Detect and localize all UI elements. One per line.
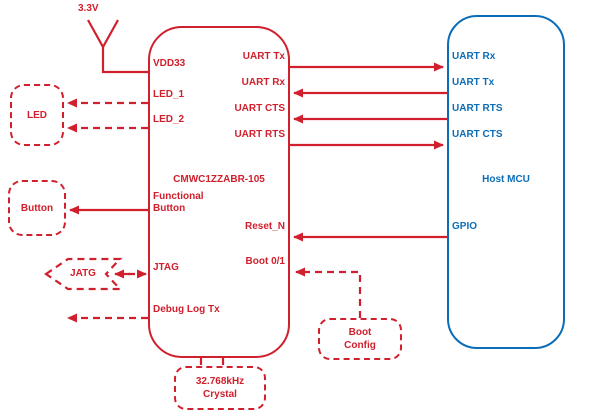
jatg-arrow-shape [44,257,123,291]
module-title: CMWC1ZZABR-105 [173,174,265,185]
pin-label-host-uart-tx: UART Tx [452,77,495,88]
crystal-label-line2: Crystal [203,389,237,400]
pin-label-module-uart-rts: UART RTS [234,129,285,140]
crystal-block: 32.768kHz Crystal [174,366,266,410]
pin-label-host-uart-rx: UART Rx [452,51,496,62]
pin-label-boot: Boot 0/1 [245,256,285,267]
led-label: LED [27,109,47,121]
power-rail-label: 3.3V [78,3,99,14]
boot-config-block: Boot Config [318,318,402,360]
pin-label-jtag: JTAG [153,262,179,273]
pin-label-module-uart-rx: UART Rx [241,77,285,88]
pin-label-led2: LED_2 [153,114,185,125]
crystal-label-line1: 32.768kHz [195,376,245,387]
pin-label-led1: LED_1 [153,89,185,100]
host-mcu-block [447,15,565,349]
pin-label-module-uart-cts: UART CTS [234,103,285,114]
boot-config-label-line1: Boot [348,327,372,338]
pin-label-reset-n: Reset_N [244,221,285,232]
host-mcu-title: Host MCU [482,174,530,185]
pin-label-gpio: GPIO [452,221,478,232]
power-antenna-icon [87,19,148,74]
jatg-label: JATG [70,268,96,279]
pin-label-host-uart-rts: UART RTS [452,103,503,114]
led-block: LED [10,84,64,146]
wire-boot-config [295,267,362,318]
pin-label-vdd33: VDD33 [153,58,186,69]
module-block [148,26,290,358]
button-block: Button [8,180,66,236]
pin-label-host-uart-cts: UART CTS [452,129,503,140]
boot-config-label-line2: Config [344,340,376,351]
pin-label-debug-log-tx: Debug Log Tx [153,304,220,315]
pin-label-module-uart-tx: UART Tx [242,51,285,62]
pin-label-functional-button: Functional Button [153,191,204,214]
button-label: Button [20,202,54,214]
